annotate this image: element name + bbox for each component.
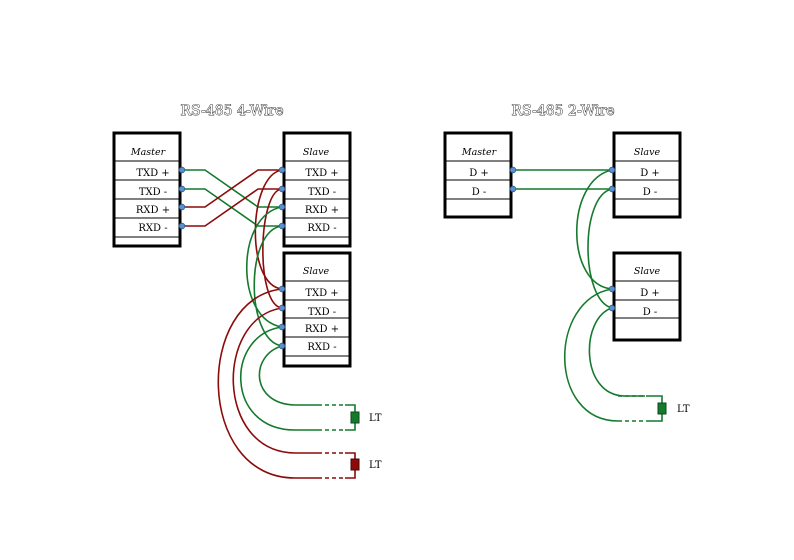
- title-2-wire: RS-485 2-Wire: [511, 103, 614, 119]
- master2-label: Master: [461, 147, 498, 158]
- slave2-label: Slave: [303, 266, 330, 277]
- slave1-box-2wire: Slave D + D -: [612, 131, 682, 219]
- pin-dots-2wire: [509, 166, 616, 312]
- master-pin-rxd-minus: RXD -: [138, 223, 167, 234]
- master2-pin-d-plus: D +: [469, 168, 489, 179]
- slave1-2w-pin-d-plus: D +: [640, 168, 660, 179]
- slave2-box-2wire: Slave D + D -: [612, 251, 682, 342]
- slave2-pin-rxd-minus: RXD -: [307, 342, 336, 353]
- wires-slave1-to-slave2-4wire: [246, 169, 283, 347]
- pin-dots-4wire: [178, 166, 286, 350]
- master-box-2wire: Master D + D -: [443, 131, 513, 219]
- slave1-pin-txd-minus: TXD -: [308, 187, 336, 198]
- wires-2wire: [513, 169, 663, 422]
- terminator-resistor-2wire: [657, 402, 667, 415]
- wires-slave2-to-terminators-4wire: [217, 288, 356, 479]
- slave2-2w-label: Slave: [634, 266, 661, 277]
- terminator-label-2: LT: [369, 460, 382, 471]
- slave1-pin-rxd-minus: RXD -: [307, 223, 336, 234]
- slave2-pin-txd-minus: TXD -: [308, 307, 336, 318]
- slave2-box-4wire: Slave TXD + TXD - RXD + RXD -: [282, 251, 352, 368]
- master-pin-txd-plus: TXD +: [136, 168, 169, 179]
- terminator-label-1: LT: [369, 413, 382, 424]
- master-box-4wire: Master TXD + TXD - RXD + RXD -: [112, 131, 182, 248]
- master-pin-rxd-plus: RXD +: [136, 205, 170, 216]
- terminator-label-2wire: LT: [677, 404, 690, 415]
- title-4-wire: RS-485 4-Wire: [180, 103, 283, 119]
- slave2-2w-pin-d-minus: D -: [643, 307, 658, 318]
- slave1-box-4wire: Slave TXD + TXD - RXD + RXD -: [282, 131, 352, 248]
- master-pin-txd-minus: TXD -: [139, 187, 167, 198]
- slave1-label: Slave: [303, 147, 330, 158]
- terminator-resistor-red: [350, 458, 360, 471]
- slave1-2w-pin-d-minus: D -: [643, 187, 658, 198]
- slave1-2w-label: Slave: [634, 147, 661, 158]
- wires-master-to-slave1-4wire: [182, 169, 282, 227]
- slave2-pin-rxd-plus: RXD +: [305, 324, 339, 335]
- terminator-resistor-green: [350, 411, 360, 424]
- slave1-pin-rxd-plus: RXD +: [305, 205, 339, 216]
- master2-pin-d-minus: D -: [472, 187, 487, 198]
- master-label: Master: [130, 147, 167, 158]
- slave1-pin-txd-plus: TXD +: [305, 168, 338, 179]
- slave2-pin-txd-plus: TXD +: [305, 288, 338, 299]
- slave2-2w-pin-d-plus: D +: [640, 288, 660, 299]
